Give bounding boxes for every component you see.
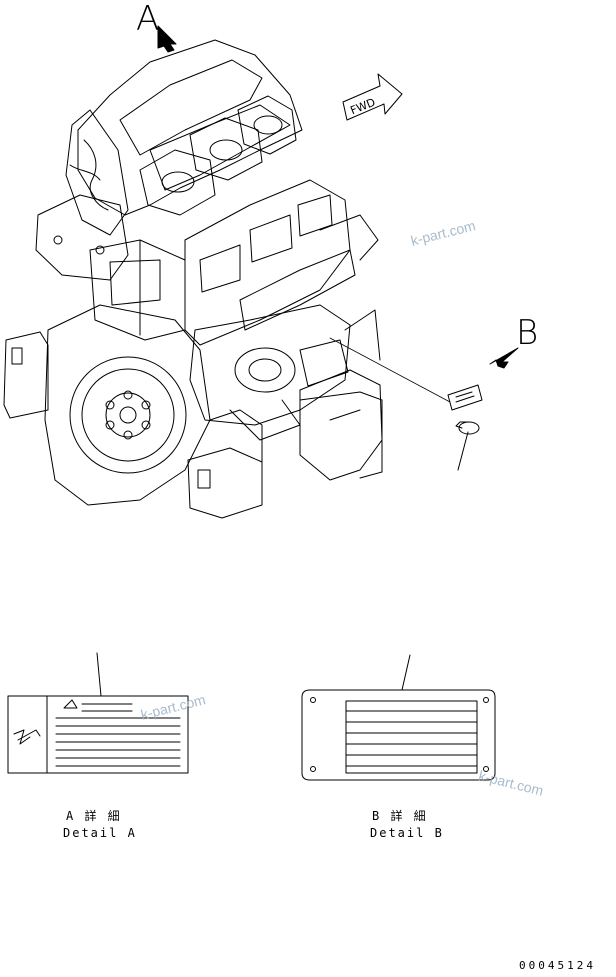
- callout-a-arrow: [157, 25, 177, 53]
- detail-a-caption-jp: A 詳 細: [66, 809, 122, 823]
- drawing-number: 00045124: [519, 959, 596, 972]
- rivet-part: [455, 421, 480, 471]
- detail-b-plate-drawing: [301, 654, 496, 781]
- callout-a-letter: A: [136, 0, 160, 39]
- detail-a-label-drawing: [7, 652, 189, 774]
- detail-a-caption-en: Detail A: [63, 826, 137, 840]
- fwd-arrow: [342, 73, 403, 121]
- flywheel-bolts: [105, 390, 151, 440]
- callout-b-letter: B: [516, 313, 539, 353]
- plate-part-b: [329, 337, 483, 411]
- callout-b-arrow: [489, 347, 519, 369]
- detail-b-caption-en: Detail B: [370, 826, 444, 840]
- engine-assembly: [3, 39, 383, 519]
- detail-b-caption-jp: B 詳 細: [372, 809, 428, 823]
